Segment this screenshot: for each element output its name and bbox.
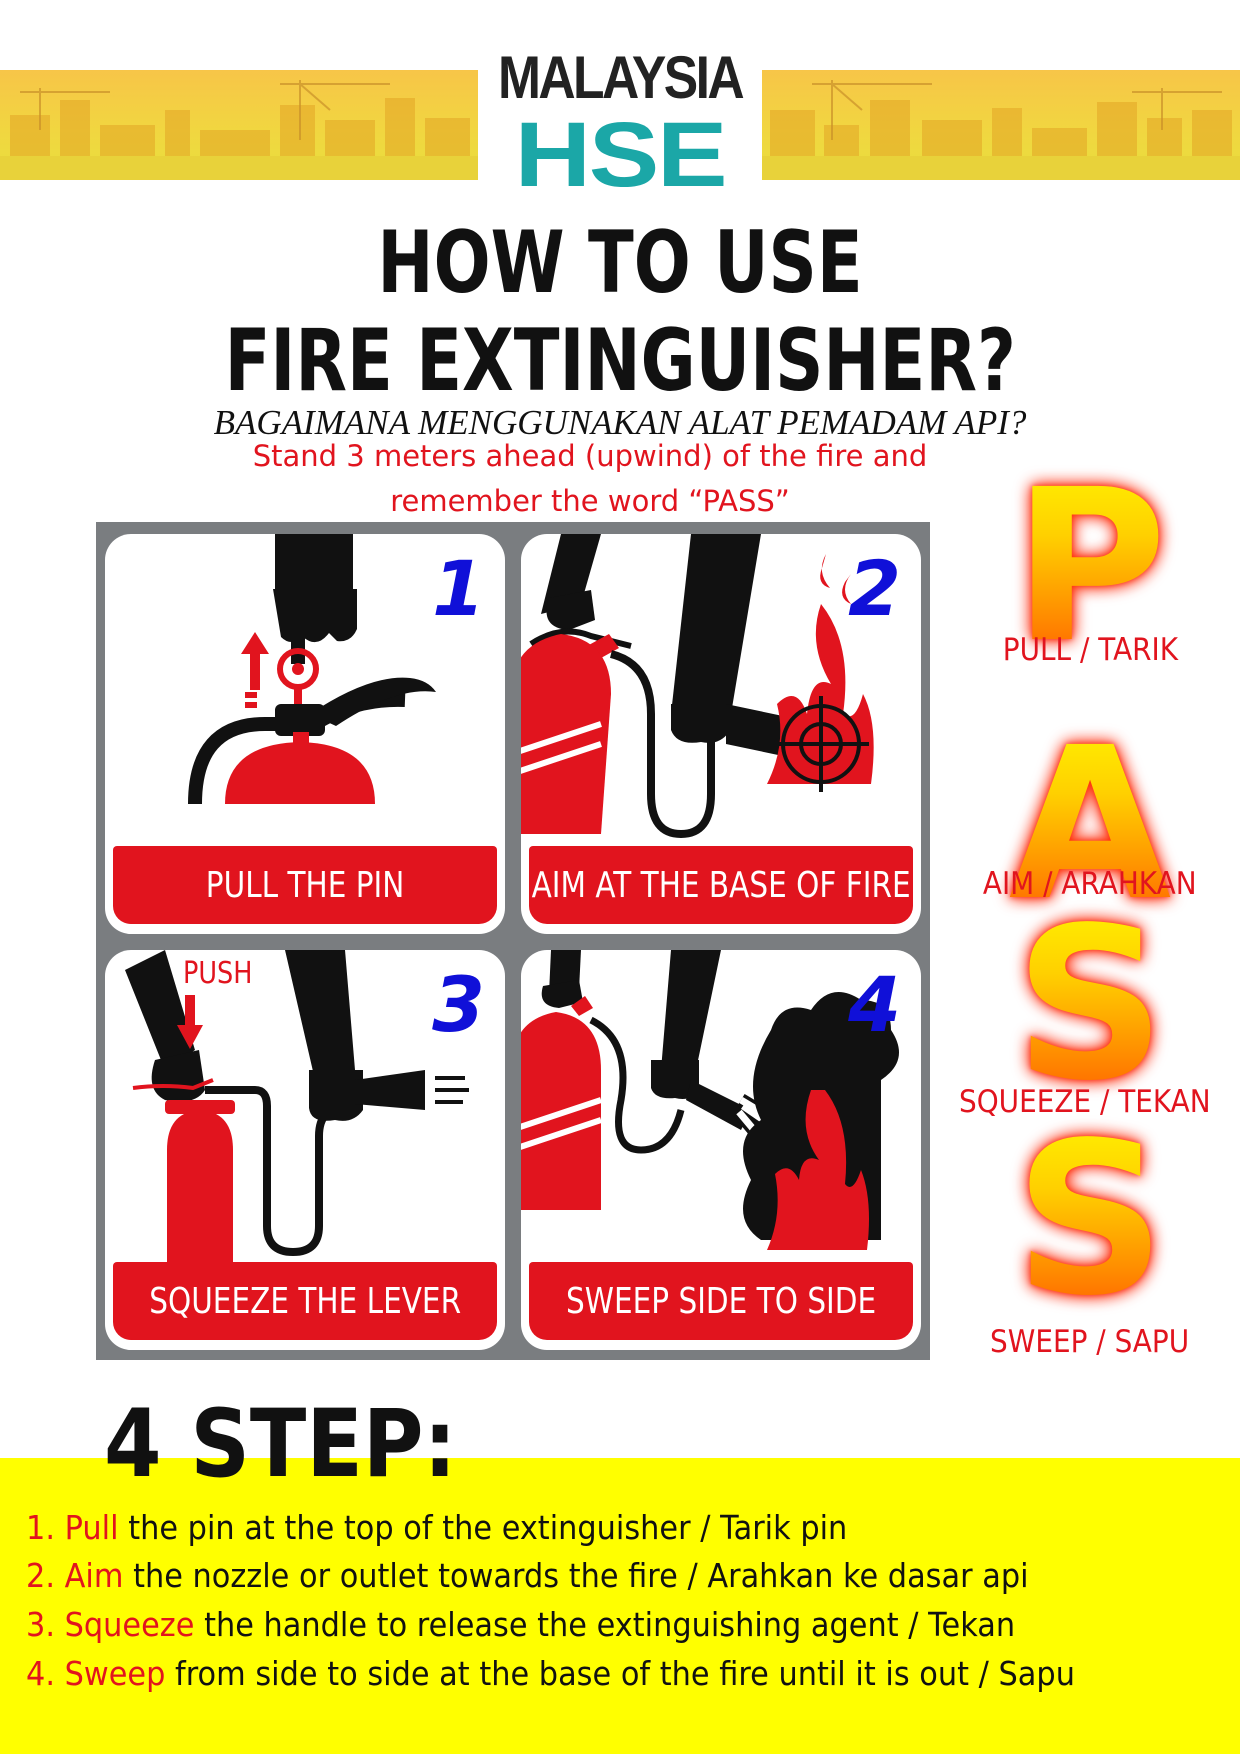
step-number-4: 4 [848,960,901,1049]
step-number-3: 3 [432,960,485,1049]
instruction-line1: Stand 3 meters ahead (upwind) of the fir… [252,439,928,473]
brand-line1: MALAYSIA [497,44,745,111]
brand-line2: HSE [514,104,728,206]
step-text-2: 2. Aim the nozzle or outlet towards the … [26,1556,1029,1595]
pass-letter-a: A [1000,720,1180,930]
pass-label-squeeze: SQUEEZE / TEKAN [959,1084,1211,1120]
step-card-4: 4 SWEEP SIDE TO SIDE [521,950,921,1350]
page-title-line1: HOW TO USE [377,213,863,313]
step-label-2: AIM AT THE BASE OF FIRE [529,846,913,924]
pass-letter-p: P [1000,462,1180,672]
step-label-1: PULL THE PIN [113,846,497,924]
city-skyline-banner-icon [0,80,478,180]
step-number-1: 1 [432,544,485,633]
spray-nozzle-icon [521,950,899,1250]
step-text-3: 3. Squeeze the handle to release the ext… [26,1605,1016,1644]
step-card-2: 2 AIM AT THE BASE OF FIRE [521,534,921,934]
brand-logo: MALAYSIA HSE [478,46,762,206]
pass-label-sweep: SWEEP / SAPU [990,1324,1190,1360]
pass-letter-s1: S [1000,900,1180,1110]
header-banner-right [762,70,1240,180]
step-card-3: PUSH 3 SQUEEZE THE LEVER [105,950,505,1350]
extinguisher-aim-icon [521,534,874,839]
four-step-heading: 4 STEP: [104,1390,457,1499]
city-skyline-banner-icon [762,80,1240,180]
steps-panel [0,1458,1240,1754]
push-tag: PUSH [183,956,253,991]
step-text-1: 1. Pull the pin at the top of the exting… [26,1508,848,1547]
pass-label-aim: AIM / ARAHKAN [983,866,1197,902]
page-subtitle: BAGAIMANA MENGGUNAKAN ALAT PEMADAM API? [213,403,1027,442]
hand-squeezing-lever-icon [125,950,469,1270]
step-number-2: 2 [848,544,901,633]
step-text-4: 4. Sweep from side to side at the base o… [26,1654,1075,1693]
instruction-line2: remember the word “PASS” [390,484,790,518]
pass-label-pull: PULL / TARIK [1002,632,1178,668]
step-card-1: 1 PULL THE PIN [105,534,505,934]
pass-letter-s2: S [1000,1115,1180,1325]
hand-pulling-pin-icon [188,534,436,805]
step-label-3: SQUEEZE THE LEVER [113,1262,497,1340]
page-title-line2: FIRE EXTINGUISHER? [224,311,1016,411]
step-label-4: SWEEP SIDE TO SIDE [529,1262,913,1340]
steps-grid: 1 PULL THE PIN 2 AIM AT THE BASE OF FIRE [96,522,930,1360]
header-banner-left [0,70,478,180]
